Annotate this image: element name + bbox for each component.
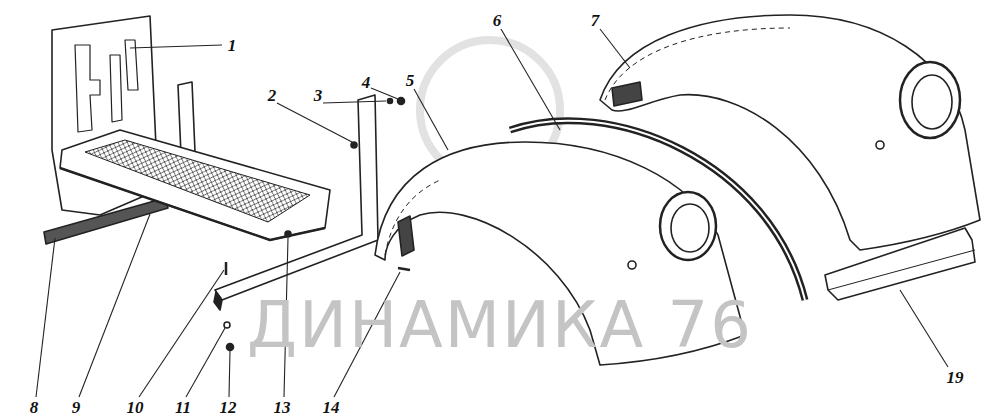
callout-number: 1 — [228, 37, 237, 54]
callout-number: 5 — [406, 72, 415, 89]
nut — [398, 98, 405, 105]
callout-number: 8 — [30, 399, 39, 416]
callout-number: 10 — [127, 399, 144, 416]
washer — [224, 322, 230, 328]
callout-number: 2 — [268, 87, 277, 104]
board-mesh — [85, 140, 310, 222]
watermark: ДИНАМИКА 76 — [247, 293, 753, 357]
bolt — [225, 262, 228, 275]
washer — [388, 99, 393, 104]
callout-number: 4 — [362, 74, 371, 91]
step-post — [178, 82, 195, 155]
callout-number: 6 — [493, 12, 502, 29]
leader-lines — [36, 29, 948, 397]
callout-number: 12 — [220, 399, 237, 416]
headlamp-housing — [660, 192, 716, 260]
callout-number: 3 — [314, 87, 323, 104]
bolt — [351, 142, 357, 148]
callout-number: 14 — [323, 399, 340, 416]
running-board — [60, 130, 330, 240]
step-bracket — [44, 198, 168, 244]
callout-number: 9 — [72, 399, 81, 416]
callout-number: 7 — [591, 12, 600, 29]
panel-cutouts — [75, 40, 138, 132]
nut — [227, 344, 234, 351]
fender-bracket — [215, 95, 378, 300]
fender-bracket — [825, 228, 975, 300]
headlamp-housing — [900, 62, 960, 138]
callout-number: 19 — [947, 369, 964, 386]
bolt — [285, 231, 291, 237]
callout-number: 13 — [274, 399, 291, 416]
callout-number: 11 — [175, 399, 191, 416]
